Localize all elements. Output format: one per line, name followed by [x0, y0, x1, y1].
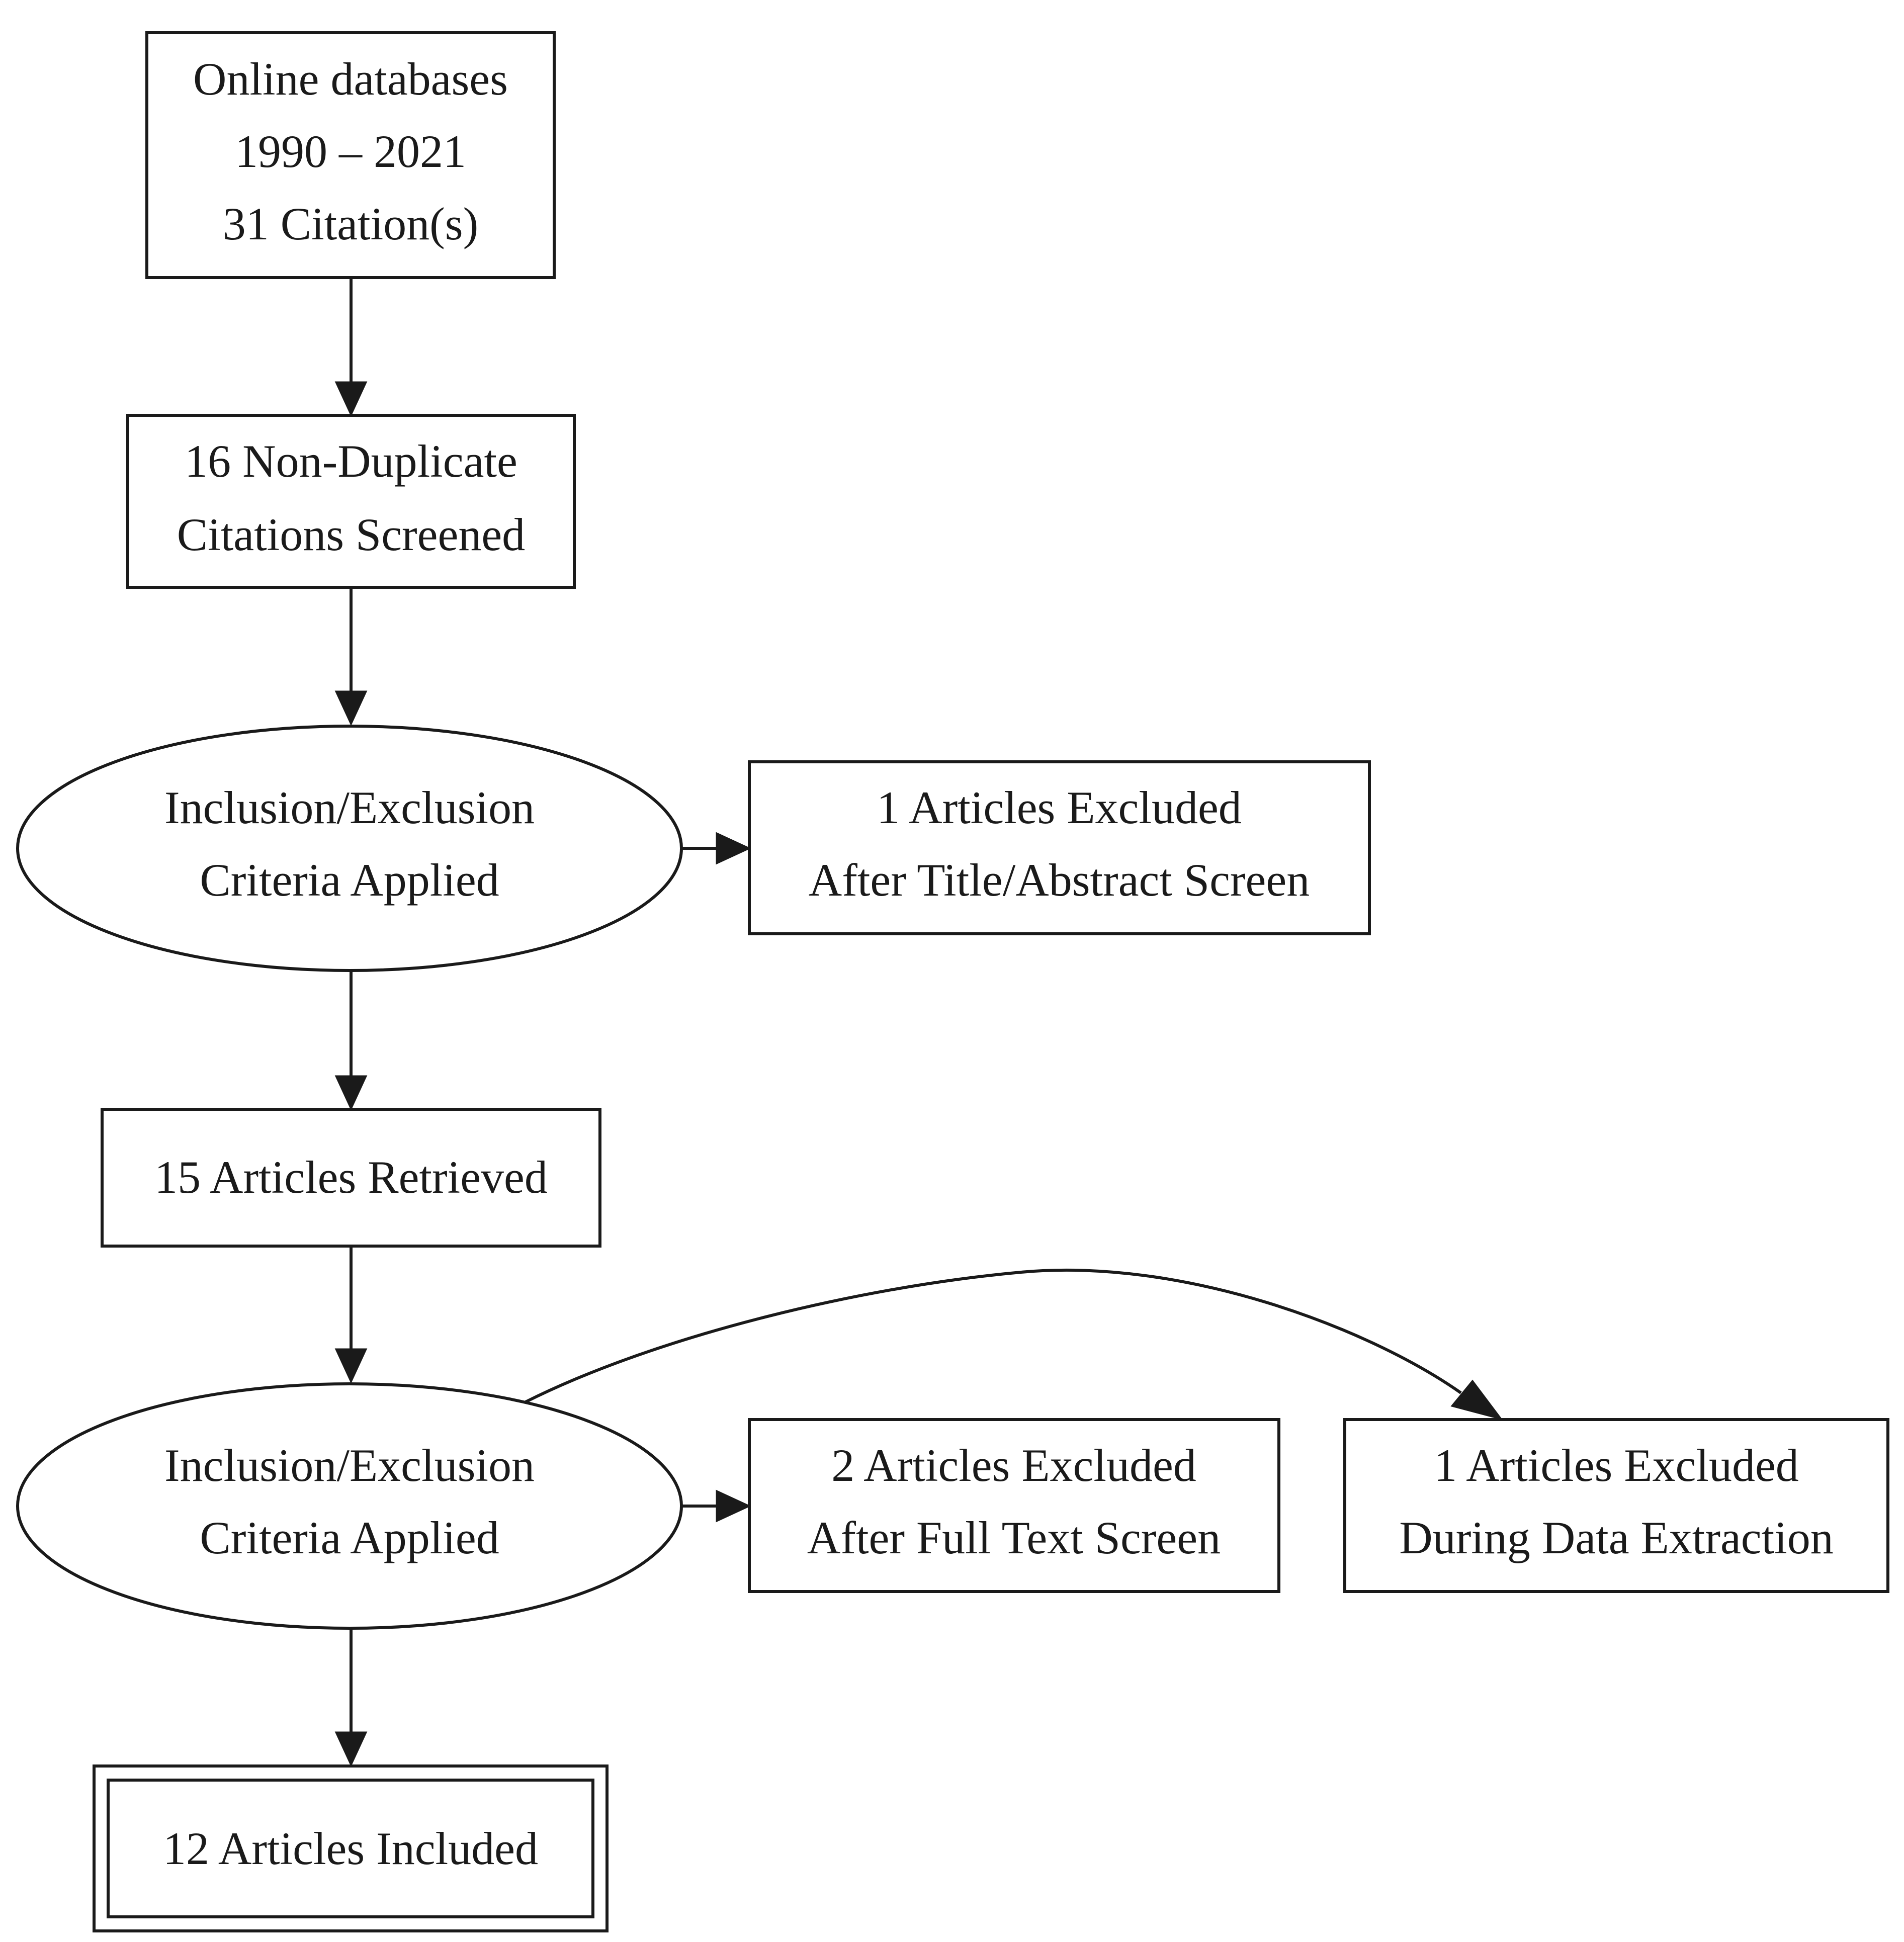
arrowhead-excluded-extraction [1450, 1379, 1503, 1421]
node-articles-included: 12 Articles Included [93, 1764, 609, 1932]
node-articles-retrieved: 15 Articles Retrieved [101, 1108, 601, 1248]
node-online-databases-line-2: 1990 – 2021 [235, 126, 466, 177]
node-excluded-full-text-line-1: 2 Articles Excluded [831, 1440, 1196, 1491]
arrowhead-criteria1 [334, 690, 368, 726]
node-citations-screened-line-2: Citations Screened [177, 509, 525, 560]
node-articles-retrieved-line-1: 15 Articles Retrieved [154, 1152, 548, 1203]
node-citations-screened-line-1: 16 Non-Duplicate [185, 435, 517, 487]
arrowhead-screened [334, 381, 368, 417]
node-criteria-applied-2-line-2: Criteria Applied [200, 1512, 499, 1563]
arrowhead-excluded-fulltext [716, 1489, 751, 1523]
node-online-databases-line-1: Online databases [193, 53, 508, 105]
arrowhead-excluded-title [716, 832, 751, 865]
node-citations-screened: 16 Non-Duplicate Citations Screened [126, 414, 576, 589]
node-excluded-full-text-line-2: After Full Text Screen [807, 1512, 1221, 1563]
node-excluded-title-abstract-line-2: After Title/Abstract Screen [809, 854, 1310, 906]
node-criteria-applied-1-line-1: Inclusion/Exclusion [164, 782, 535, 833]
node-excluded-data-extraction: 1 Articles Excluded During Data Extracti… [1343, 1418, 1889, 1593]
node-excluded-title-abstract: 1 Articles Excluded After Title/Abstract… [748, 760, 1371, 935]
node-criteria-applied-1: Inclusion/Exclusion Criteria Applied [16, 725, 683, 972]
node-criteria-applied-1-line-2: Criteria Applied [200, 854, 499, 906]
edges [334, 278, 1503, 1767]
node-online-databases: Online databases 1990 – 2021 31 Citation… [145, 31, 556, 279]
node-criteria-applied-2: Inclusion/Exclusion Criteria Applied [16, 1382, 683, 1630]
arrowhead-criteria2 [334, 1348, 368, 1384]
node-online-databases-line-3: 31 Citation(s) [223, 198, 479, 249]
node-excluded-full-text: 2 Articles Excluded After Full Text Scre… [748, 1418, 1280, 1593]
node-excluded-data-extraction-line-1: 1 Articles Excluded [1434, 1440, 1799, 1491]
node-articles-included-line-1: 12 Articles Included [163, 1823, 538, 1874]
node-criteria-applied-2-line-1: Inclusion/Exclusion [164, 1440, 535, 1491]
node-excluded-data-extraction-line-2: During Data Extraction [1399, 1512, 1834, 1563]
arrowhead-included [334, 1731, 368, 1767]
arrowhead-retrieved [334, 1075, 368, 1111]
node-excluded-title-abstract-line-1: 1 Articles Excluded [877, 782, 1242, 833]
edge-criteria2-to-excluded-extraction [525, 1268, 1462, 1403]
